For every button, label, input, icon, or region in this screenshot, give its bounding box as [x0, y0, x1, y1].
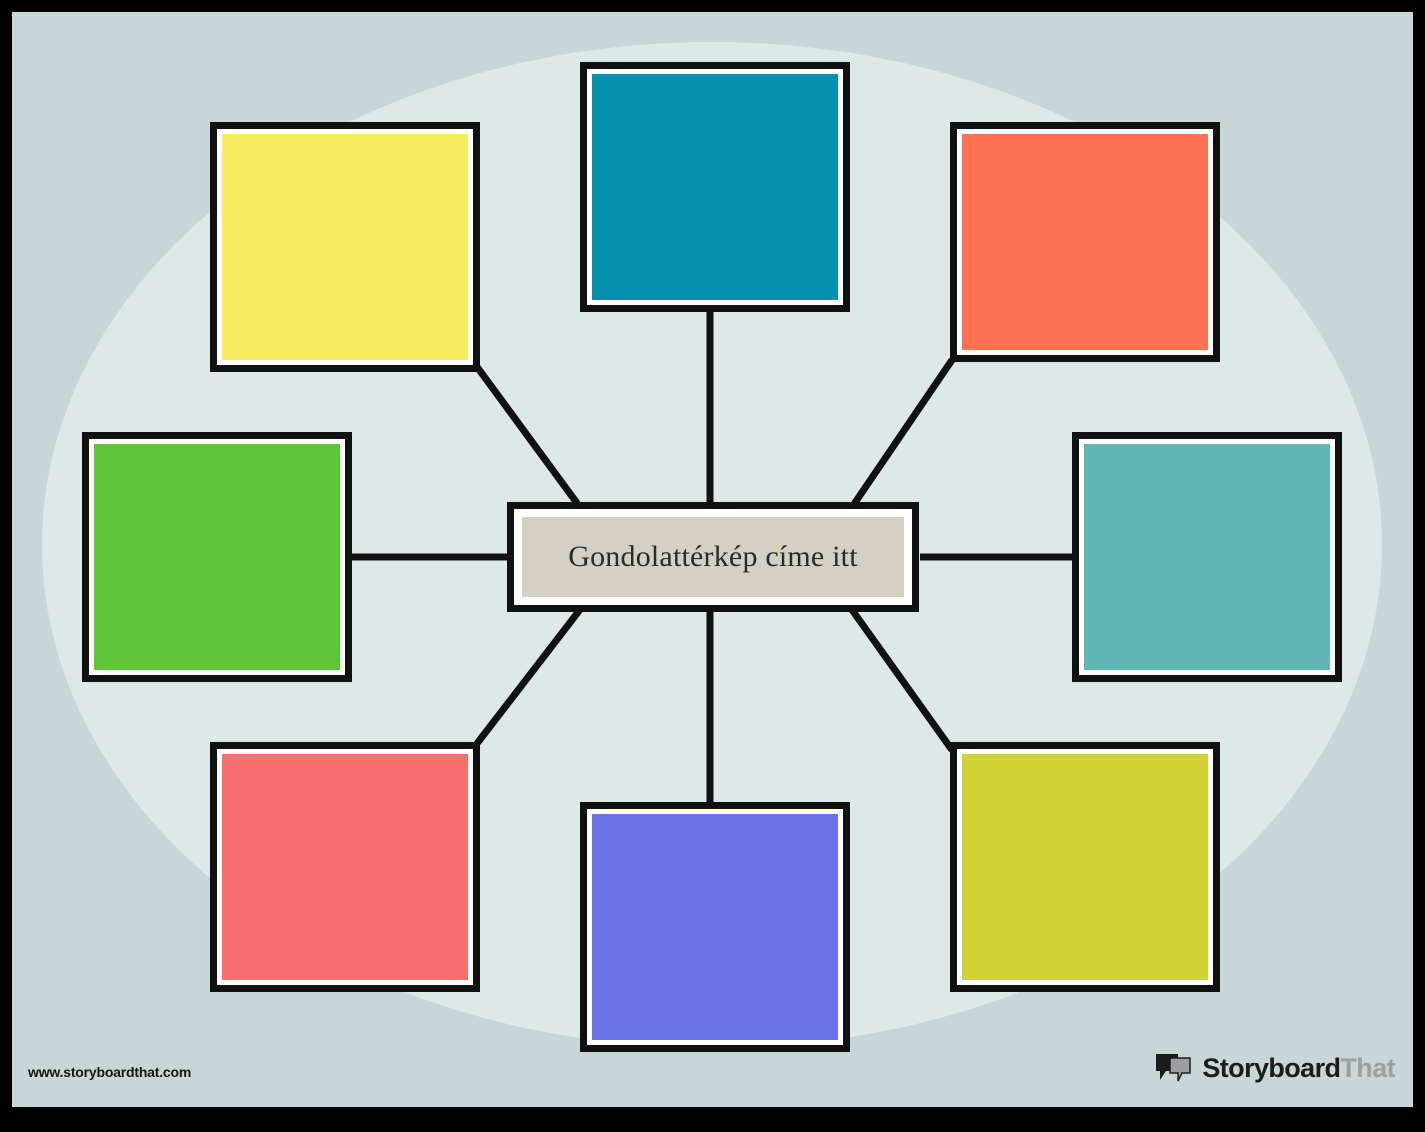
center-topic-box[interactable]: Gondolattérkép címe itt — [507, 502, 919, 612]
node-teal-blue-fill — [592, 74, 838, 300]
brand-primary: Storyboard — [1202, 1052, 1341, 1083]
node-olive-fill — [962, 754, 1208, 980]
node-yellow-fill — [222, 134, 468, 360]
node-yellow[interactable] — [210, 122, 480, 372]
connector-olive — [847, 604, 955, 753]
node-teal-blue[interactable] — [580, 62, 850, 312]
connector-orange — [847, 358, 955, 512]
site-url-label: www.storyboardthat.com — [28, 1064, 192, 1080]
brand-wordmark: StoryboardThat — [1202, 1052, 1395, 1083]
center-topic-fill: Gondolattérkép címe itt — [522, 517, 904, 597]
connector-lines — [352, 312, 1075, 807]
node-salmon-fill — [222, 754, 468, 980]
connector-yellow — [469, 357, 585, 513]
connector-salmon — [469, 604, 585, 753]
node-green[interactable] — [82, 432, 352, 682]
node-light-teal[interactable] — [1072, 432, 1342, 682]
node-periwinkle[interactable] — [580, 802, 850, 1052]
mindmap-page: Gondolattérkép címe itt www.storyboardth… — [12, 12, 1413, 1107]
node-orange-fill — [962, 134, 1208, 350]
speech-bubbles-icon — [1154, 1052, 1194, 1084]
brand-secondary: That — [1340, 1052, 1395, 1083]
node-salmon[interactable] — [210, 742, 480, 992]
node-orange[interactable] — [950, 122, 1220, 362]
node-olive[interactable] — [950, 742, 1220, 992]
center-topic-title: Gondolattérkép címe itt — [568, 540, 858, 573]
node-green-fill — [94, 444, 340, 670]
storyboardthat-logo[interactable]: StoryboardThat — [1154, 1052, 1396, 1084]
node-light-teal-fill — [1084, 444, 1330, 670]
node-periwinkle-fill — [592, 814, 838, 1040]
